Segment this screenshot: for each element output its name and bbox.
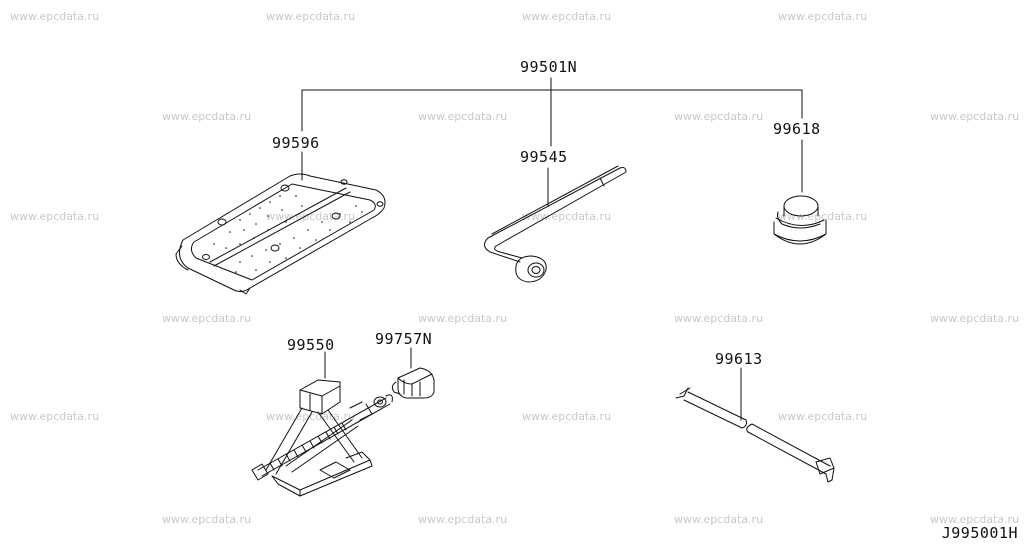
watermark: www.epcdata.ru <box>522 410 612 423</box>
watermark: www.epcdata.ru <box>674 312 764 325</box>
watermark: www.epcdata.ru <box>674 110 764 123</box>
watermark: www.epcdata.ru <box>522 10 612 23</box>
callout-jack-adapter: 99757N <box>375 330 433 348</box>
watermark: www.epcdata.ru <box>930 110 1020 123</box>
kit-leader-bracket <box>302 78 802 146</box>
callout-handle: 99613 <box>715 350 763 368</box>
watermark: www.epcdata.ru <box>418 312 508 325</box>
watermark: www.epcdata.ru <box>418 110 508 123</box>
watermark: www.epcdata.ru <box>778 10 868 23</box>
watermark: www.epcdata.ru <box>674 513 764 526</box>
watermark: www.epcdata.ru <box>162 110 252 123</box>
watermark: www.epcdata.ru <box>10 210 100 223</box>
scissor-jack <box>252 348 411 496</box>
watermark: www.epcdata.ru <box>930 513 1020 526</box>
diagram-code: J995001H <box>941 524 1018 542</box>
callout-cap: 99618 <box>773 120 821 138</box>
watermark: www.epcdata.ru <box>162 513 252 526</box>
watermark: www.epcdata.ru <box>10 10 100 23</box>
cap-part <box>774 140 826 244</box>
jack-adapter <box>392 368 434 398</box>
watermark: www.epcdata.ru <box>418 513 508 526</box>
watermark: www.epcdata.ru <box>930 312 1020 325</box>
watermark: www.epcdata.ru <box>778 210 868 223</box>
watermark: www.epcdata.ru <box>522 210 612 223</box>
tool-tray <box>176 152 385 294</box>
watermark: www.epcdata.ru <box>10 410 100 423</box>
watermark: www.epcdata.ru <box>778 410 868 423</box>
lug-wrench <box>484 166 626 282</box>
callout-kit: 99501N <box>520 58 578 76</box>
callout-jack: 99550 <box>287 336 335 354</box>
callout-wrench: 99545 <box>520 148 568 166</box>
watermark: www.epcdata.ru <box>266 410 356 423</box>
watermark: www.epcdata.ru <box>162 312 252 325</box>
jack-handle <box>676 368 834 482</box>
callout-tray: 99596 <box>272 134 320 152</box>
watermark: www.epcdata.ru <box>266 10 356 23</box>
